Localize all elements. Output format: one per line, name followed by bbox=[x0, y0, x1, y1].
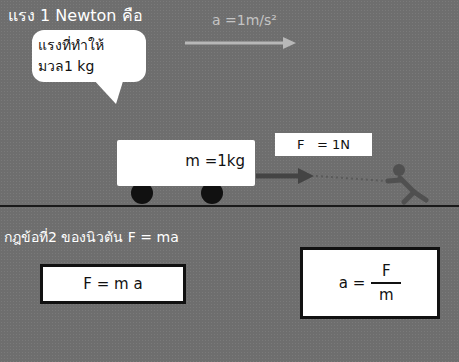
formula-box: a = Fm bbox=[300, 247, 440, 319]
text-label: กฎข้อที่2 ของนิวตัน F = ma bbox=[4, 226, 179, 248]
node-text: F = m a bbox=[83, 275, 142, 293]
force-arrow bbox=[256, 174, 300, 179]
person-figure bbox=[388, 178, 426, 202]
force-box: F = 1N bbox=[275, 133, 372, 156]
ground-line bbox=[0, 205, 459, 207]
formula-text: a = bbox=[339, 274, 366, 292]
text-label: a =1m/s² bbox=[212, 12, 277, 28]
fraction-bar bbox=[371, 282, 401, 284]
acceleration-arrow bbox=[185, 42, 285, 45]
title: แรง 1 Newton คือ bbox=[8, 3, 143, 28]
rope bbox=[316, 176, 386, 181]
fraction: Fm bbox=[371, 262, 401, 304]
numerator: F bbox=[376, 262, 397, 282]
cart-box: m =1kg bbox=[117, 140, 255, 186]
person-head bbox=[393, 164, 405, 176]
arrow-head bbox=[298, 168, 314, 184]
denominator: m bbox=[373, 284, 400, 304]
node-text: m =1kg bbox=[185, 152, 245, 170]
formula-box: F = m a bbox=[40, 264, 186, 304]
node-text: F = 1N bbox=[297, 137, 350, 152]
callout-bubble: แรงที่ทำให้ มวล1 kg bbox=[32, 30, 146, 82]
arrow-head bbox=[283, 37, 296, 49]
node-text: แรงที่ทำให้ มวล1 kg bbox=[38, 35, 140, 77]
